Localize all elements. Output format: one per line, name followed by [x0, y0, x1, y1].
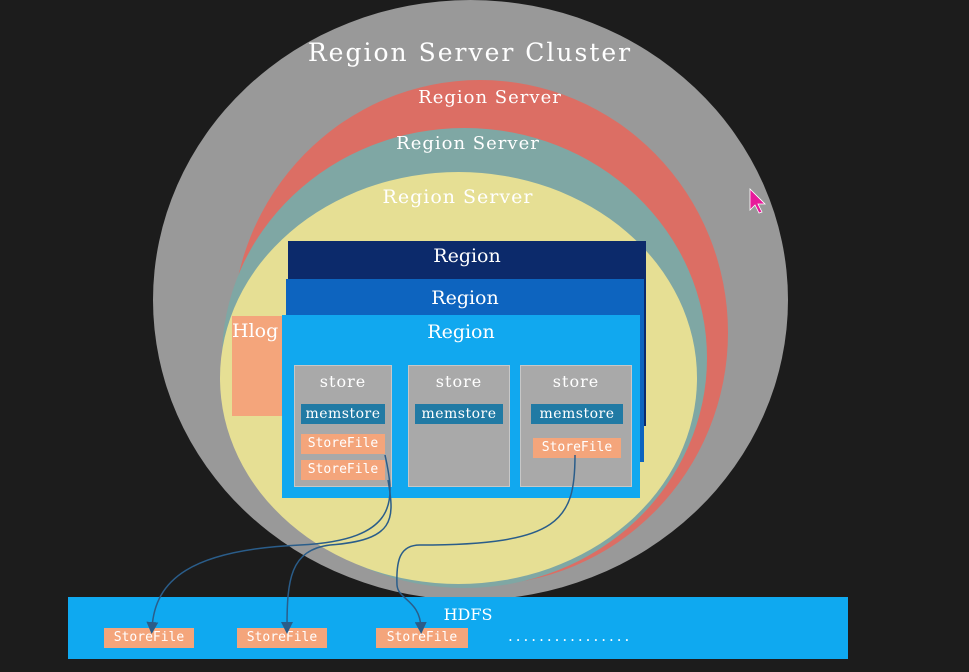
- store-1-storefile-1: StoreFile: [301, 434, 385, 454]
- arrow-storefile-2: [281, 479, 392, 634]
- store-1-storefile-2: StoreFile: [301, 460, 385, 480]
- region-2-label: Region: [431, 287, 499, 309]
- arrow-storefile-3: [396, 454, 576, 634]
- store-3-storefile-1: StoreFile: [533, 438, 621, 458]
- cursor-icon: [749, 188, 766, 214]
- hdfs-storefile-3: StoreFile: [376, 628, 468, 648]
- hlog-box: [232, 316, 282, 416]
- store-1-memstore: memstore: [301, 404, 385, 424]
- hdfs-storefile-1: StoreFile: [104, 628, 194, 648]
- store-2: store memstore: [408, 365, 510, 487]
- hdfs-ellipsis: ................: [508, 627, 633, 645]
- store-3: store memstore StoreFile: [520, 365, 632, 487]
- hlog-label: Hlog: [232, 320, 279, 342]
- region-server-2-label: Region Server: [396, 133, 540, 154]
- hdfs-bar: HDFS StoreFile StoreFile StoreFile .....…: [68, 597, 848, 659]
- region-server-1-label: Region Server: [418, 87, 562, 108]
- hdfs-storefile-2: StoreFile: [237, 628, 327, 648]
- store-2-memstore: memstore: [415, 404, 503, 424]
- store-3-label: store: [552, 372, 600, 391]
- region-1-label: Region: [433, 245, 501, 267]
- store-2-label: store: [435, 372, 483, 391]
- region-server-3-label: Region Server: [382, 186, 534, 208]
- store-3-memstore: memstore: [531, 404, 623, 424]
- region-3-label: Region: [427, 321, 495, 343]
- hdfs-label: HDFS: [443, 605, 493, 624]
- cluster-label: Region Server Cluster: [307, 38, 633, 67]
- store-1-label: store: [319, 372, 367, 391]
- store-1: store memstore StoreFile StoreFile: [294, 365, 392, 487]
